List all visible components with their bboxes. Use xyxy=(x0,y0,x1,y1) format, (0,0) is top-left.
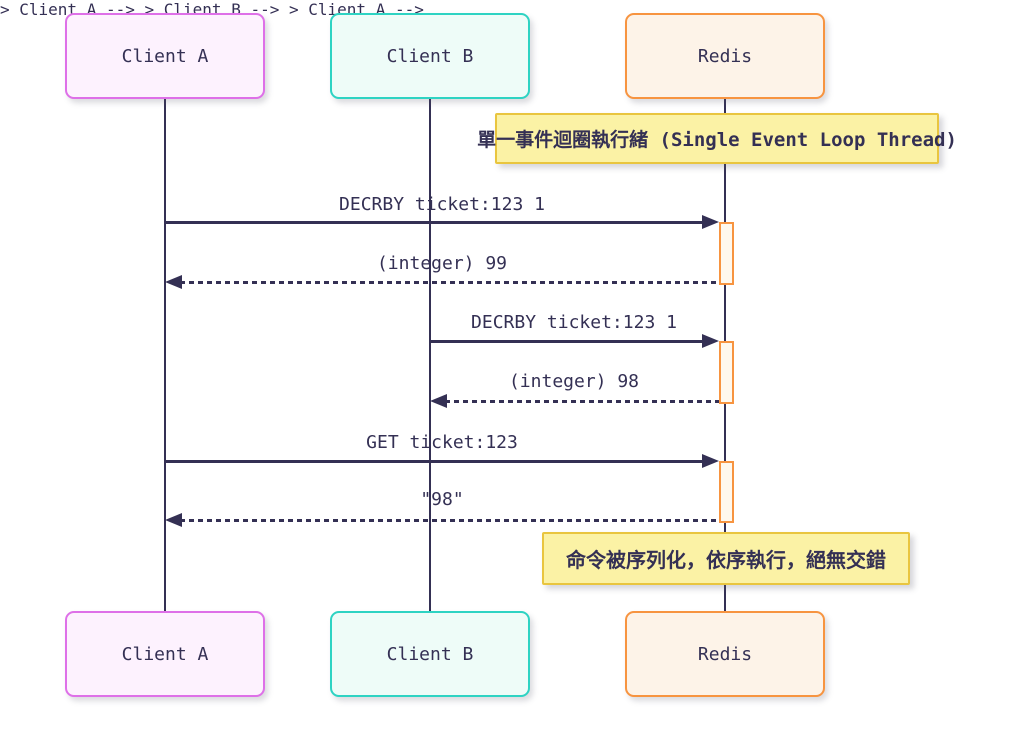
message-label-quoted-98: "98" xyxy=(420,489,464,510)
message-arrowhead-4 xyxy=(430,394,447,408)
actor-client-a-top-label: Client A xyxy=(121,45,209,67)
actor-client-b-top: Client B xyxy=(330,13,530,99)
actor-client-b-top-label: Client B xyxy=(386,45,474,67)
actor-redis-bottom: Redis xyxy=(625,611,825,697)
message-label-decrby-2: DECRBY ticket:123 1 xyxy=(471,312,677,333)
activation-bar-1 xyxy=(719,222,734,285)
note-serialized-commands: 命令被序列化，依序執行，絕無交錯 xyxy=(542,532,910,585)
activation-bar-3 xyxy=(719,461,734,523)
message-arrowhead-3 xyxy=(702,334,719,348)
message-label-decrby-1: DECRBY ticket:123 1 xyxy=(339,194,545,215)
activation-bar-2 xyxy=(719,341,734,404)
message-label-integer-98: (integer) 98 xyxy=(508,371,640,392)
message-arrowhead-2 xyxy=(165,275,182,289)
note-single-event-loop-text: 單一事件迴圈執行緒 (Single Event Loop Thread) xyxy=(477,129,957,151)
message-line-2 xyxy=(180,281,719,284)
actor-client-b-bottom-label: Client B xyxy=(386,643,474,665)
actor-redis-top: Redis xyxy=(625,13,825,99)
message-arrowhead-1 xyxy=(702,215,719,229)
note-single-event-loop: 單一事件迴圈執行緒 (Single Event Loop Thread) xyxy=(477,113,957,164)
message-line-5 xyxy=(165,460,705,463)
note-serialized-commands-text: 命令被序列化，依序執行，絕無交錯 xyxy=(566,548,886,572)
actor-client-a-bottom: Client A xyxy=(65,611,265,697)
actor-client-b-bottom: Client B xyxy=(330,611,530,697)
actor-redis-bottom-label: Redis xyxy=(697,643,753,665)
message-line-6 xyxy=(180,519,719,522)
message-line-1 xyxy=(165,221,705,224)
message-label-integer-99: (integer) 99 xyxy=(376,253,508,274)
message-arrowhead-6 xyxy=(165,513,182,527)
message-label-get: GET ticket:123 xyxy=(366,432,518,453)
message-line-4 xyxy=(445,400,719,403)
actor-redis-top-label: Redis xyxy=(697,45,753,67)
actor-client-a-bottom-label: Client A xyxy=(121,643,209,665)
lifeline-client-a xyxy=(164,99,166,611)
actor-client-a-top: Client A xyxy=(65,13,265,99)
message-line-3 xyxy=(430,340,705,343)
lifeline-client-b xyxy=(429,99,431,611)
message-arrowhead-5 xyxy=(702,454,719,468)
